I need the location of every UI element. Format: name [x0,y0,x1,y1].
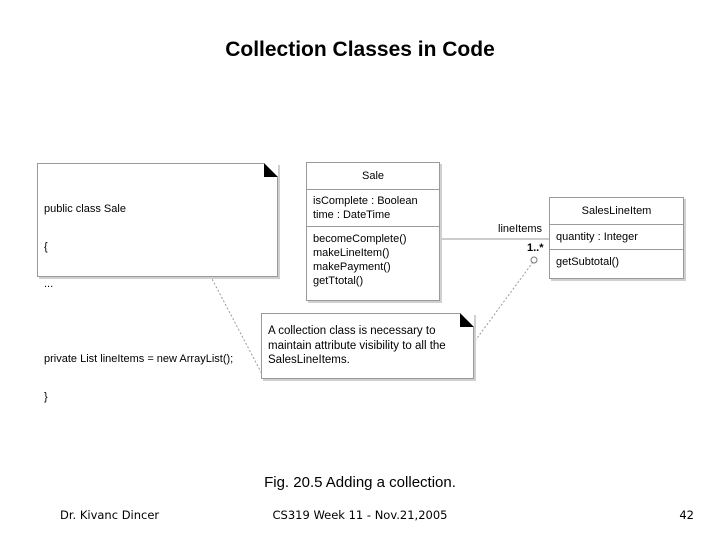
attribute: quantity : Integer [556,231,638,243]
operation: makePayment() [313,261,391,273]
code-line: } [44,390,48,403]
sli-attributes: quantity : Integer [550,224,683,249]
saleslineitem-class-box: SalesLineItem quantity : Integer getSubt… [549,197,684,279]
note-fold-icon [264,163,278,177]
note-anchor-sli [471,261,534,346]
code-line: private List lineItems = new ArrayList()… [44,353,234,365]
sale-class-box: Sale isComplete : Boolean time : DateTim… [306,162,440,301]
code-note: public class Sale { ... private List lin… [37,163,278,403]
operation: getTtotal() [313,275,364,287]
attribute: time : DateTime [313,209,391,221]
code-line: public class Sale [44,203,126,215]
code-line [44,316,233,329]
association-multiplicity: 1..* [527,242,544,254]
code-lines: public class Sale { ... private List lin… [44,178,233,428]
collection-note: A collection class is necessary to maint… [261,313,474,379]
page-number: 42 [679,508,694,522]
note-anchor-code [200,257,263,375]
code-line: ... [44,278,54,290]
sale-attributes: isComplete : Boolean time : DateTime [307,189,439,226]
sli-class-name: SalesLineItem [581,205,652,217]
collection-note-text: A collection class is necessary to maint… [268,325,446,366]
sale-class-name: Sale [361,170,385,182]
code-line: { [44,240,48,253]
association-role-label: lineItems [498,223,543,235]
sli-operations: getSubtotal() [550,249,683,272]
anchor-circle-sli [530,256,538,264]
operation: becomeComplete() [313,233,407,245]
footer-course: CS319 Week 11 - Nov.21,2005 [272,508,448,522]
figure-caption: Fig. 20.5 Adding a collection. [264,474,456,491]
note-fold-icon [460,313,474,327]
footer-author: Dr. Kivanc Dincer [60,508,160,522]
attribute: isComplete : Boolean [313,195,418,207]
sale-operations: becomeComplete() makeLineItem() makePaym… [307,226,439,291]
operation: makeLineItem() [313,247,390,259]
operation: getSubtotal() [556,256,619,268]
slide-title: Collection Classes in Code [225,38,495,61]
